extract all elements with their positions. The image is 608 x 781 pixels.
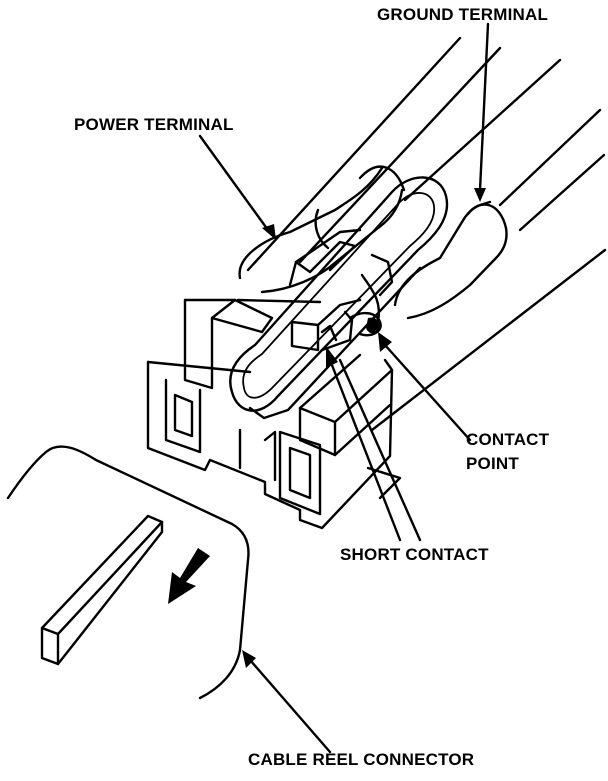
connector-housing (146, 298, 402, 530)
leader-lines (198, 22, 490, 754)
power-terminal-clip (288, 228, 362, 287)
ground-terminal-label: GROUND TERMINAL (377, 5, 549, 24)
short-contact-part (290, 253, 394, 352)
insertion-arrow-icon (168, 548, 210, 604)
short-contact-label: SHORT CONTACT (340, 545, 489, 564)
cable-reel-connector-label: CABLE REEL CONNECTOR (248, 750, 475, 769)
contact-point-label-line1: CONTACT (466, 430, 550, 449)
contact-spring-loop (229, 176, 449, 420)
cable-reel-connector-body (6, 445, 250, 700)
ground-terminal-body (393, 200, 508, 320)
power-terminal-label: POWER TERMINAL (74, 115, 234, 134)
contact-point-label-line2: POINT (466, 454, 519, 473)
